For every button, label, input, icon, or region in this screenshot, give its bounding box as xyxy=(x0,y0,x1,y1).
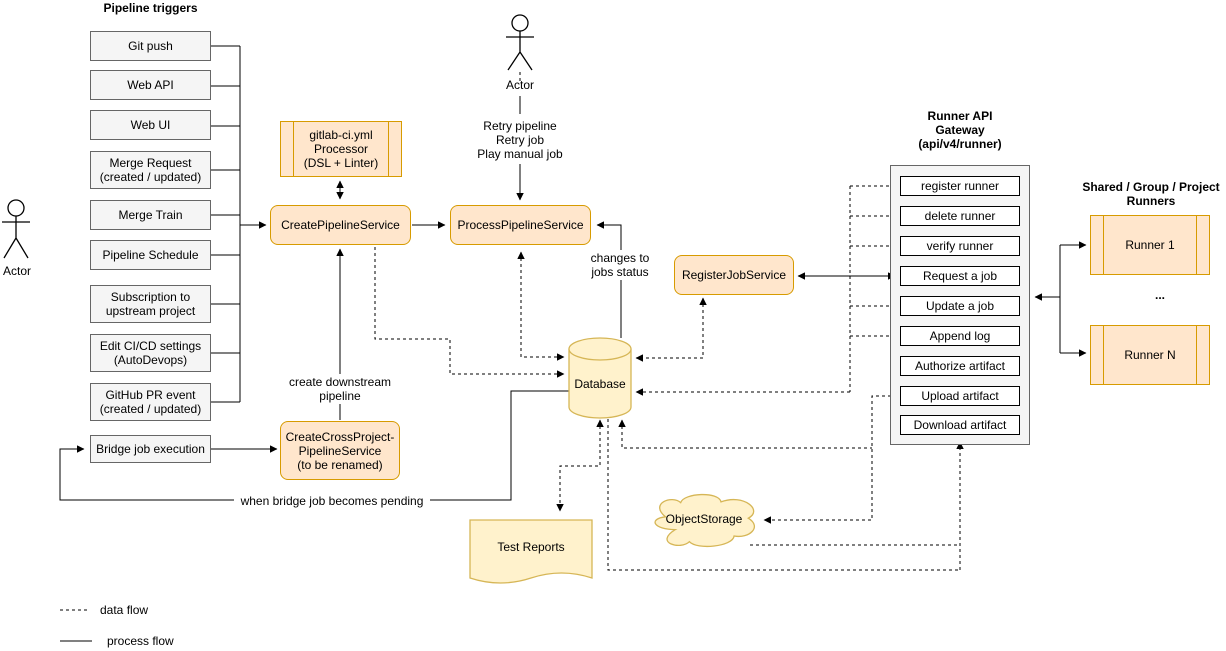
edge-db-testreports xyxy=(556,419,604,512)
runner-api-gateway-title: Runner API Gateway (api/v4/runner) xyxy=(918,109,1002,151)
actor-top-icon xyxy=(506,14,534,71)
endpoint-update-job: Update a job xyxy=(900,296,1020,316)
trigger-web-api: Web API xyxy=(90,70,211,100)
trigger-bridge-job: Bridge job execution xyxy=(90,435,211,463)
database-label: Database xyxy=(574,377,626,391)
trigger-merge-request: Merge Request (created / updated) xyxy=(90,151,211,189)
database-cylinder-top xyxy=(568,337,632,361)
actor-top-label: Actor xyxy=(505,78,534,92)
edge-process-db xyxy=(517,251,565,361)
downstream-pipeline-label: create downstream pipeline xyxy=(282,374,398,404)
endpoint-download-artifact: Download artifact xyxy=(900,415,1020,435)
endpoint-append-log: Append log xyxy=(900,326,1020,346)
test-reports-document xyxy=(469,519,593,584)
pipeline-triggers-title: Pipeline triggers xyxy=(103,1,198,15)
trigger-edit-cicd: Edit CI/CD settings (AutoDevops) xyxy=(90,334,211,372)
trigger-merge-train: Merge Train xyxy=(90,200,211,230)
register-job-service: RegisterJobService xyxy=(674,255,794,295)
job-status-label: changes to jobs status xyxy=(586,250,654,280)
actor-figures xyxy=(2,14,534,259)
trigger-github-pr: GitHub PR event (created / updated) xyxy=(90,383,211,421)
process-pipeline-service: ProcessPipelineService xyxy=(450,205,591,245)
actor-left-icon xyxy=(2,199,30,259)
edge-db-to-objectstorage-branch xyxy=(618,419,872,449)
database-cylinder xyxy=(568,349,632,419)
endpoint-request-job: Request a job xyxy=(900,266,1020,286)
runners-title: Shared / Group / Project Runners xyxy=(1082,180,1220,208)
gitlab-ci-processor: gitlab-ci.yml Processor (DSL + Linter) xyxy=(280,121,402,177)
edge-triggers-bus xyxy=(211,45,241,403)
data-flow-edges xyxy=(60,72,964,611)
legend-data-flow-label: data flow xyxy=(100,603,149,617)
runners-ellipsis: ... xyxy=(1154,288,1165,302)
objectstorage-cloud xyxy=(654,493,755,548)
create-cross-project-pipeline-service: CreateCrossProject- PipelineService (to … xyxy=(280,421,400,480)
edge-db-to-process xyxy=(596,221,622,338)
runner-1: Runner 1 xyxy=(1090,215,1210,275)
objectstorage-label: ObjectStorage xyxy=(665,512,743,526)
actor-actions-label: Retry pipeline Retry job Play manual job xyxy=(456,116,584,164)
edge-create-to-db xyxy=(374,247,565,378)
trigger-web-ui: Web UI xyxy=(90,110,211,140)
trigger-subscription: Subscription to upstream project xyxy=(90,285,211,323)
runner-n: Runner N xyxy=(1090,325,1210,385)
endpoint-register-runner: register runner xyxy=(900,176,1020,196)
endpoint-upload-artifact: Upload artifact xyxy=(900,386,1020,406)
trigger-git-push: Git push xyxy=(90,31,211,61)
trigger-pipeline-schedule: Pipeline Schedule xyxy=(90,240,211,270)
bridge-pending-label: when bridge job becomes pending xyxy=(234,493,430,508)
test-reports-label: Test Reports xyxy=(497,540,565,554)
edge-db-bottom-long xyxy=(607,419,960,571)
endpoint-authorize-artifact: Authorize artifact xyxy=(900,356,1020,376)
storage-shapes xyxy=(469,337,755,584)
endpoint-verify-runner: verify runner xyxy=(900,236,1020,256)
actor-left-label: Actor xyxy=(2,264,31,278)
edge-upload-to-objectstorage xyxy=(763,395,897,524)
create-pipeline-service: CreatePipelineService xyxy=(270,205,411,245)
endpoint-delete-runner: delete runner xyxy=(900,206,1020,226)
edge-registerjob-db xyxy=(635,297,707,362)
legend-process-flow-label: process flow xyxy=(107,634,174,648)
